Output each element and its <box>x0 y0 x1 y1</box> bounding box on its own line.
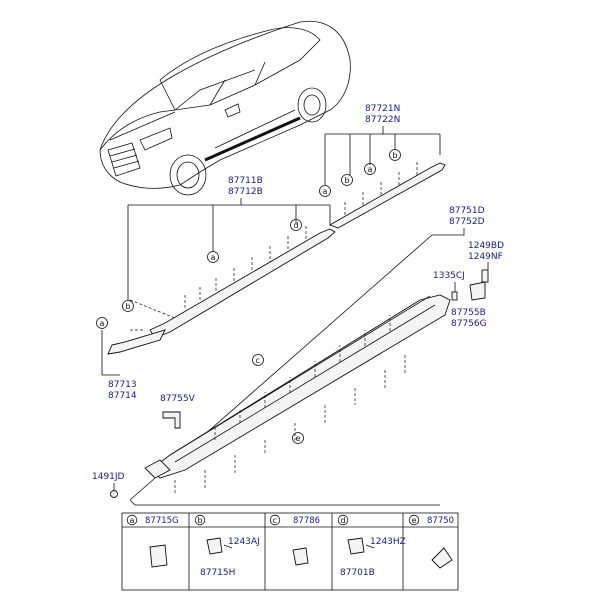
svg-text:a: a <box>323 187 328 196</box>
marker-c-sill <box>252 354 264 366</box>
legend-extra-d2: 87701B <box>340 568 375 578</box>
label-87755B: 87755B <box>451 308 486 318</box>
legend-letter-c: c <box>273 516 277 525</box>
clip-c-icon <box>292 547 309 566</box>
label-87722N: 87722N <box>365 115 400 125</box>
clip-a-icon <box>149 544 168 568</box>
marker-a-rear <box>96 317 108 329</box>
svg-text:b: b <box>393 151 398 160</box>
legend-letter-b: b <box>198 516 203 525</box>
label-87714: 87714 <box>108 391 137 401</box>
upper-molding-group: 87721N 87722N <box>324 104 446 229</box>
rear-molding-group: 87713 87714 <box>101 330 137 401</box>
label-87711B: 87711B <box>228 176 263 186</box>
clip-part <box>451 291 458 301</box>
legend-extra-b1: 1243AJ <box>228 537 260 547</box>
label-87712B: 87712B <box>228 187 263 197</box>
legend-extra-d1: 1243HZ <box>370 537 406 547</box>
svg-text:a: a <box>100 319 105 328</box>
marker-e-sill <box>292 432 304 444</box>
marker-a-upper <box>319 185 331 197</box>
marker-b-upper-2 <box>389 149 401 161</box>
main-molding-group: 87711B 87712B <box>107 176 336 355</box>
svg-text:d: d <box>294 221 299 230</box>
label-87751D: 87751D <box>449 206 485 216</box>
label-1335CJ: 1335CJ <box>433 271 465 281</box>
label-87721N: 87721N <box>365 104 400 114</box>
label-87756G: 87756G <box>451 319 487 329</box>
bracket-v-group: 87755V <box>144 394 196 479</box>
main-molding-fastener-lines <box>129 160 418 331</box>
svg-text:e: e <box>296 434 301 443</box>
bracket-group: 87755B 87756G <box>451 281 487 329</box>
label-1249NF: 1249NF <box>468 252 503 262</box>
clip-b-icon <box>206 537 223 555</box>
marker-d-main <box>290 219 302 231</box>
legend-table: a 87715G b 1243AJ 87715H c 87786 d 1243H… <box>121 512 459 591</box>
car-illustration <box>99 20 351 196</box>
legend-part-e: 87750 <box>427 516 454 526</box>
clip-d-icon <box>347 537 365 555</box>
bolt-group: 1249BD 1249NF <box>468 241 504 283</box>
bolt-part <box>481 269 489 283</box>
marker-a-upper-2 <box>364 163 376 175</box>
marker-b-upper <box>341 174 353 186</box>
legend-letter-e: e <box>412 516 417 525</box>
clip-e-icon <box>431 547 453 569</box>
sill-group: 87751D 87752D <box>129 206 485 506</box>
legend-part-a: 87715G <box>145 516 179 526</box>
label-87752D: 87752D <box>449 217 485 227</box>
legend-part-c: 87786 <box>293 516 320 526</box>
marker-b-main <box>122 300 134 312</box>
label-1249BD: 1249BD <box>468 241 504 251</box>
svg-text:c: c <box>256 356 260 365</box>
sill-end-cap <box>144 459 171 479</box>
svg-text:a: a <box>368 165 373 174</box>
bracket-v-part <box>162 411 181 429</box>
clip-1335-group: 1335CJ <box>433 271 465 301</box>
bracket-part <box>469 281 486 301</box>
legend-letter-a: a <box>130 516 135 525</box>
legend-extra-b2: 87715H <box>200 568 235 578</box>
rear-molding-part <box>107 329 166 355</box>
label-87755V: 87755V <box>160 394 196 404</box>
screw-1491-group: 1491JD <box>92 472 125 498</box>
legend-letter-d: d <box>341 516 346 525</box>
screw-part <box>110 490 118 498</box>
upper-molding-part <box>328 162 446 229</box>
main-molding-part <box>149 228 336 339</box>
label-1491JD: 1491JD <box>92 472 125 482</box>
svg-text:b: b <box>345 176 350 185</box>
label-87713: 87713 <box>108 380 137 390</box>
svg-text:b: b <box>126 302 131 311</box>
svg-text:a: a <box>211 253 216 262</box>
letter-markers: a b a b d a b a c e <box>96 149 401 444</box>
marker-a-main <box>207 251 219 263</box>
